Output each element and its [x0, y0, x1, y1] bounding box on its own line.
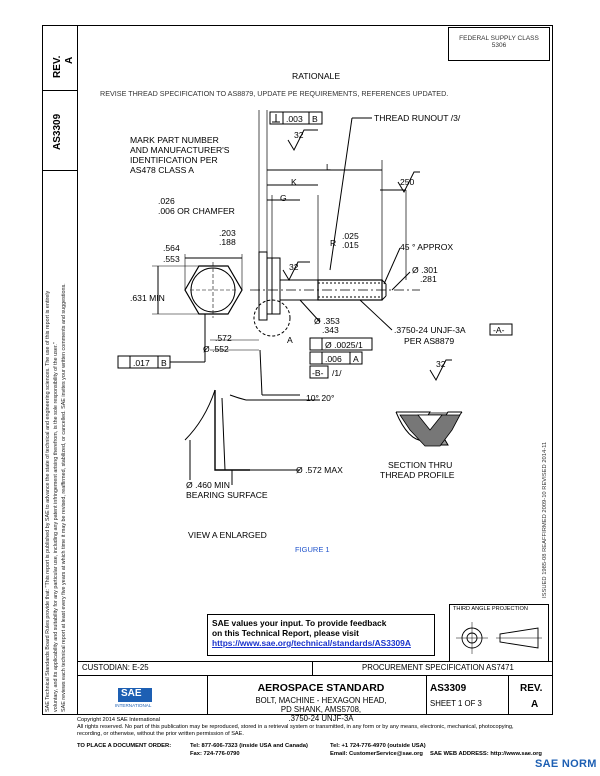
supply-class-box: FEDERAL SUPPLY CLASS 5306 — [448, 27, 550, 61]
supply-class-label: FEDERAL SUPPLY CLASS — [459, 35, 539, 42]
finish-mark-250: 250 — [400, 177, 415, 187]
thread-datum: -A- — [493, 325, 505, 335]
divider — [426, 675, 427, 715]
titleblock-top — [77, 661, 553, 662]
standard-description: BOLT, MACHINE - HEXAGON HEAD, PD SHANK, … — [216, 696, 426, 723]
per-as8879: PER AS8879 — [404, 336, 455, 346]
note-mark-3: IDENTIFICATION PER — [130, 155, 218, 165]
sheet-number: SHEET 1 OF 3 — [430, 699, 482, 708]
footer: Copyright 2014 SAE International All rig… — [77, 717, 553, 737]
logo-text: SAE — [121, 688, 142, 699]
note-mark-1: MARK PART NUMBER — [130, 135, 219, 145]
chamfer-dim-1: .026 — [158, 196, 175, 206]
bearing-surface: BEARING SURFACE — [186, 490, 268, 500]
dim-553: .553 — [163, 254, 180, 264]
tel-usa: Tel: 877-606-7323 (inside USA and Canada… — [190, 743, 308, 749]
divider — [42, 170, 77, 171]
datum-B-note: /1/ — [332, 368, 342, 378]
supply-class-value: 5306 — [491, 42, 507, 49]
chamfer-dim-2: .006 OR CHAMFER — [158, 206, 235, 216]
feedback-line-2: on this Technical Report, please visit — [212, 628, 359, 638]
note-mark-2: AND MANUFACTURER'S — [130, 145, 230, 155]
left-info-column — [42, 25, 77, 715]
rights-line-1: All rights reserved. No part of this pub… — [77, 723, 514, 730]
finish-mark-32: 32 — [294, 130, 304, 140]
watermark: SAE NORM — [535, 758, 597, 770]
copyright: Copyright 2014 SAE International — [77, 717, 161, 723]
runout-datum: B — [161, 358, 167, 368]
length-L: L — [326, 162, 331, 172]
figure-label: FIGURE 1 — [295, 545, 330, 554]
divider — [508, 675, 509, 715]
datum-006-ref: A — [353, 354, 359, 364]
perpendicularity-datum: B — [312, 114, 318, 124]
feedback-box: SAE values your input. To provide feedba… — [207, 614, 435, 656]
dim-188: .188 — [219, 237, 236, 247]
runout-tolerance: .017 — [133, 358, 150, 368]
description-line-3: .3750-24 UNJF-3A — [288, 714, 354, 723]
thread-spec: .3750-24 UNJF-3A — [394, 325, 466, 335]
order-label: TO PLACE A DOCUMENT ORDER: — [77, 743, 172, 749]
divider — [312, 661, 313, 675]
dim-343: .343 — [322, 325, 339, 335]
dim-564: .564 — [163, 243, 180, 253]
perpendicularity-tolerance: .003 — [286, 114, 303, 124]
section-label-1: SECTION THRU — [388, 460, 453, 470]
sae-logo-icon — [118, 688, 152, 702]
dim-301: Ø .301 — [412, 265, 438, 275]
drawing-border — [77, 25, 553, 715]
projection-symbol-icon — [456, 622, 542, 654]
view-a-enlarged: VIEW A ENLARGED — [188, 530, 267, 540]
angle-dims: 10° 20° — [306, 393, 335, 403]
feedback-line-1: SAE values your input. To provide feedba… — [212, 618, 387, 628]
length-G: G — [280, 193, 287, 203]
finish-mark-32: 32 — [436, 359, 446, 369]
procurement-spec: PROCUREMENT SPECIFICATION AS7471 — [362, 663, 514, 672]
rights-line-2: recording, or otherwise, without the pri… — [77, 730, 244, 737]
web-address[interactable]: SAE WEB ADDRESS: http://www.sae.org — [430, 751, 542, 757]
description-line-1: BOLT, MACHINE - HEXAGON HEAD, — [255, 696, 387, 705]
dim-353: Ø .353 — [314, 316, 340, 326]
feedback-link[interactable]: https://www.sae.org/technical/standards/… — [212, 638, 411, 648]
dim-572: .572 — [215, 333, 232, 343]
thread-runout-label: THREAD RUNOUT /3/ — [374, 113, 461, 123]
tel-intl: Tel: +1 724-776-4970 (outside USA) — [330, 743, 426, 749]
rationale-title: RATIONALE — [292, 71, 341, 81]
titleblock-row — [77, 675, 553, 676]
divider — [207, 675, 208, 715]
logo-subtext: INTERNATIONAL — [115, 703, 152, 708]
custodian: CUSTODIAN: E-25 — [82, 663, 149, 672]
radius-dim-015: .015 — [342, 240, 359, 250]
datum-006: .006 — [325, 354, 342, 364]
dim-631: .631 MIN — [130, 293, 165, 303]
datum-B-label: -B- — [312, 368, 324, 378]
radius-R: R — [330, 238, 337, 248]
titleblock-rev-label: REV. — [520, 683, 543, 694]
fax: Fax: 724-776-0790 — [190, 751, 240, 757]
dim-281: .281 — [420, 274, 437, 284]
finish-mark-32: 32 — [289, 262, 299, 272]
note-mark-4: AS478 CLASS A — [130, 165, 195, 175]
radius-dim-025: .025 — [342, 231, 359, 241]
dim-203: .203 — [219, 228, 236, 238]
description-line-2: PD SHANK, AMS5708, — [280, 705, 362, 714]
dim-552: Ø .552 — [203, 344, 229, 354]
divider — [42, 90, 77, 91]
titleblock-rev-value: A — [531, 699, 539, 710]
view-A-callout: A — [287, 335, 293, 345]
email[interactable]: Email: CustomerService@sae.org — [330, 751, 423, 757]
titleblock-doc-number: AS3309 — [430, 683, 467, 694]
approx-45: 45 ° APPROX — [400, 242, 454, 252]
position-tolerance: Ø .0025/1 — [325, 340, 363, 350]
dim-572-max: Ø .572 MAX — [296, 465, 343, 475]
standard-title: AEROSPACE STANDARD — [257, 682, 385, 694]
projection-label: THIRD ANGLE PROJECTION — [453, 606, 528, 612]
rationale-text: REVISE THREAD SPECIFICATION TO AS8879, U… — [100, 89, 449, 98]
section-label-2: THREAD PROFILE — [380, 470, 455, 480]
dim-460-min: Ø .460 MIN — [186, 480, 230, 490]
length-K: K — [291, 177, 297, 187]
